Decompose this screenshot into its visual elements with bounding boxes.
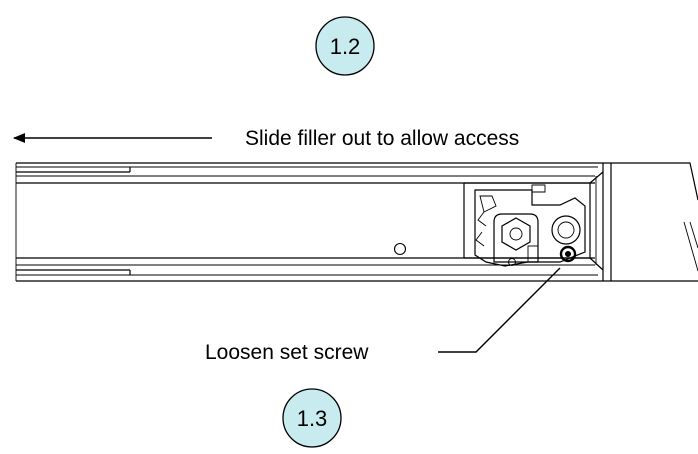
step-badge-1-2-circle	[315, 16, 375, 76]
step-badge-1-3: 1.3	[282, 388, 342, 448]
step-badge-1-2: 1.2	[315, 16, 375, 76]
step-badge-1-3-label: 1.3	[297, 406, 328, 431]
step-badge-1-3-circle	[282, 388, 342, 448]
slide-filler-callout: Slide filler out to allow access	[245, 127, 519, 150]
set-screw	[559, 245, 577, 263]
latch-mechanism	[474, 184, 586, 267]
set-screw-leader-line	[438, 267, 561, 353]
loosen-screw-callout: Loosen set screw	[205, 341, 369, 364]
step-badge-1-2-label: 1.2	[330, 34, 361, 59]
pin-hole	[393, 242, 407, 256]
end-cap-housing	[463, 162, 698, 282]
